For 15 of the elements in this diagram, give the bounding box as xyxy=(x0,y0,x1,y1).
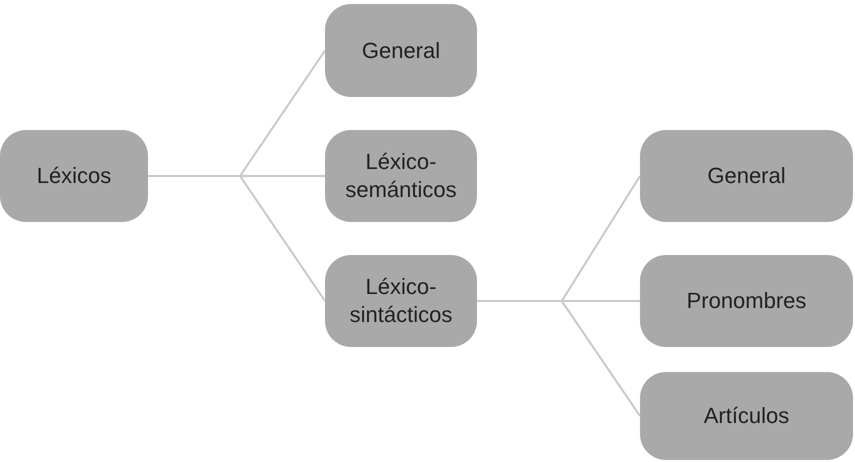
rounded-box xyxy=(0,130,148,222)
node-label: Léxico- sintácticos xyxy=(348,273,454,329)
rounded-box xyxy=(640,255,853,347)
node-label: Artículos xyxy=(704,402,790,430)
rounded-box xyxy=(325,4,477,97)
rounded-box xyxy=(640,130,853,222)
node-label: General xyxy=(707,162,786,190)
rounded-box xyxy=(325,130,477,222)
rounded-box xyxy=(640,372,853,460)
node-label: Pronombres xyxy=(686,287,806,315)
connector-line xyxy=(148,175,326,302)
node-label: Léxico- semánticos xyxy=(344,148,458,204)
rounded-box xyxy=(325,255,477,347)
node-label: Léxicos xyxy=(36,162,112,190)
node-label: General xyxy=(362,36,440,64)
